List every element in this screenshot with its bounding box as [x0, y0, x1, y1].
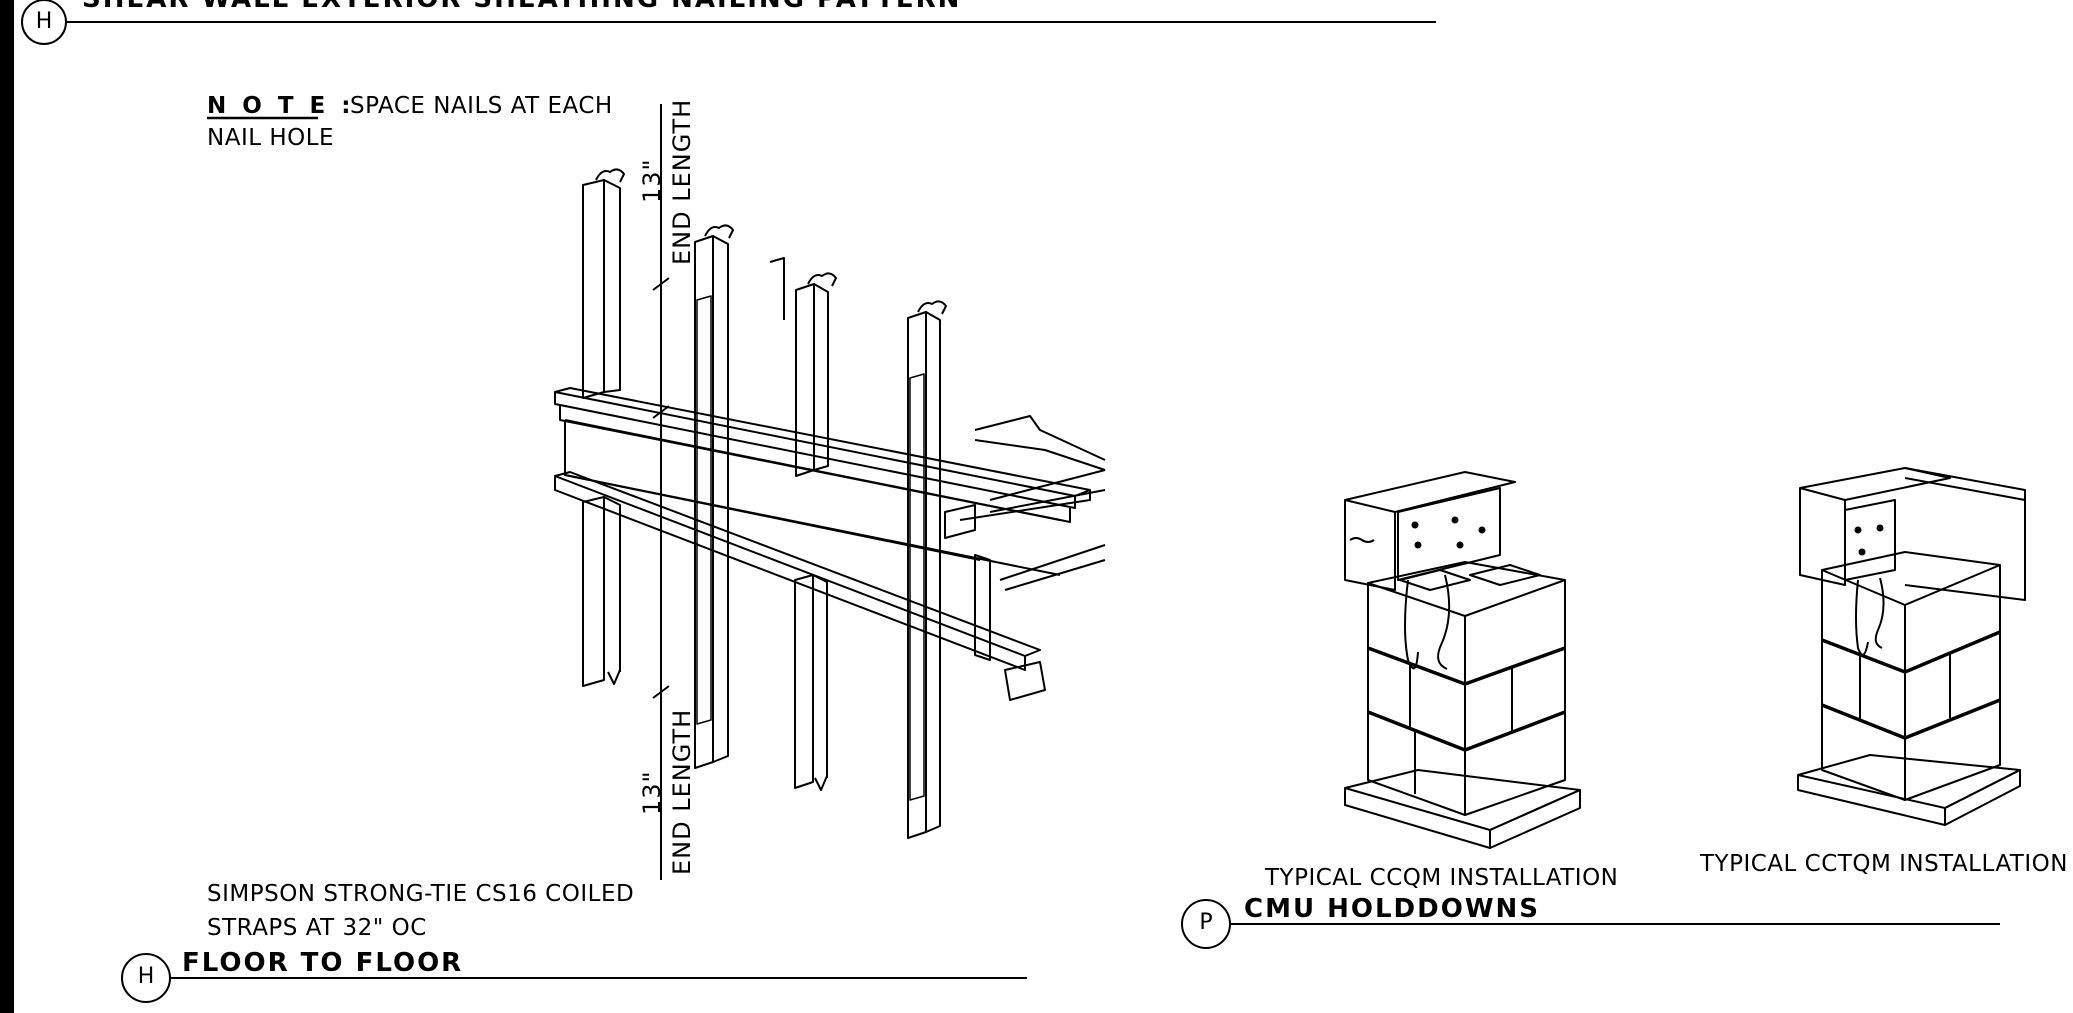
- sheet-border-left: [0, 0, 14, 1013]
- floor-title: FLOOR TO FLOOR: [182, 948, 464, 978]
- floor-to-floor-drawing: [207, 104, 1106, 880]
- floor-title-bubble: [121, 953, 1027, 1003]
- dim-bottom-value: 13": [638, 770, 666, 815]
- note-heading: N O T E :: [207, 93, 355, 119]
- dim-bottom-label: END LENGTH: [668, 708, 696, 875]
- dim-top-value: 13": [638, 158, 666, 203]
- note-body-line2: NAIL HOLE: [207, 125, 335, 151]
- cmu-title-bubble: [1181, 899, 2000, 949]
- top-title: SHEAR WALL EXTERIOR SHEATHING NAILING PA…: [82, 0, 961, 14]
- cctqm-drawing: [1797, 467, 2026, 826]
- note-body-line1: SPACE NAILS AT EACH: [350, 93, 613, 119]
- cmu-title: CMU HOLDDOWNS: [1244, 894, 1540, 924]
- strap-callout-line1: SIMPSON STRONG-TIE CS16 COILED: [207, 881, 635, 907]
- ccqm-caption: TYPICAL CCQM INSTALLATION: [1265, 865, 1619, 891]
- top-title-bubble: [21, 0, 1436, 45]
- ccqm-drawing: [1344, 471, 1581, 849]
- strap-callout-line2: STRAPS AT 32" OC: [207, 915, 427, 941]
- top-title-tag: H: [35, 9, 53, 34]
- cctqm-caption: TYPICAL CCTQM INSTALLATION: [1700, 851, 2068, 877]
- floor-title-tag: H: [137, 964, 155, 989]
- cmu-title-tag: P: [1199, 910, 1213, 935]
- dim-top-label: END LENGTH: [668, 98, 696, 265]
